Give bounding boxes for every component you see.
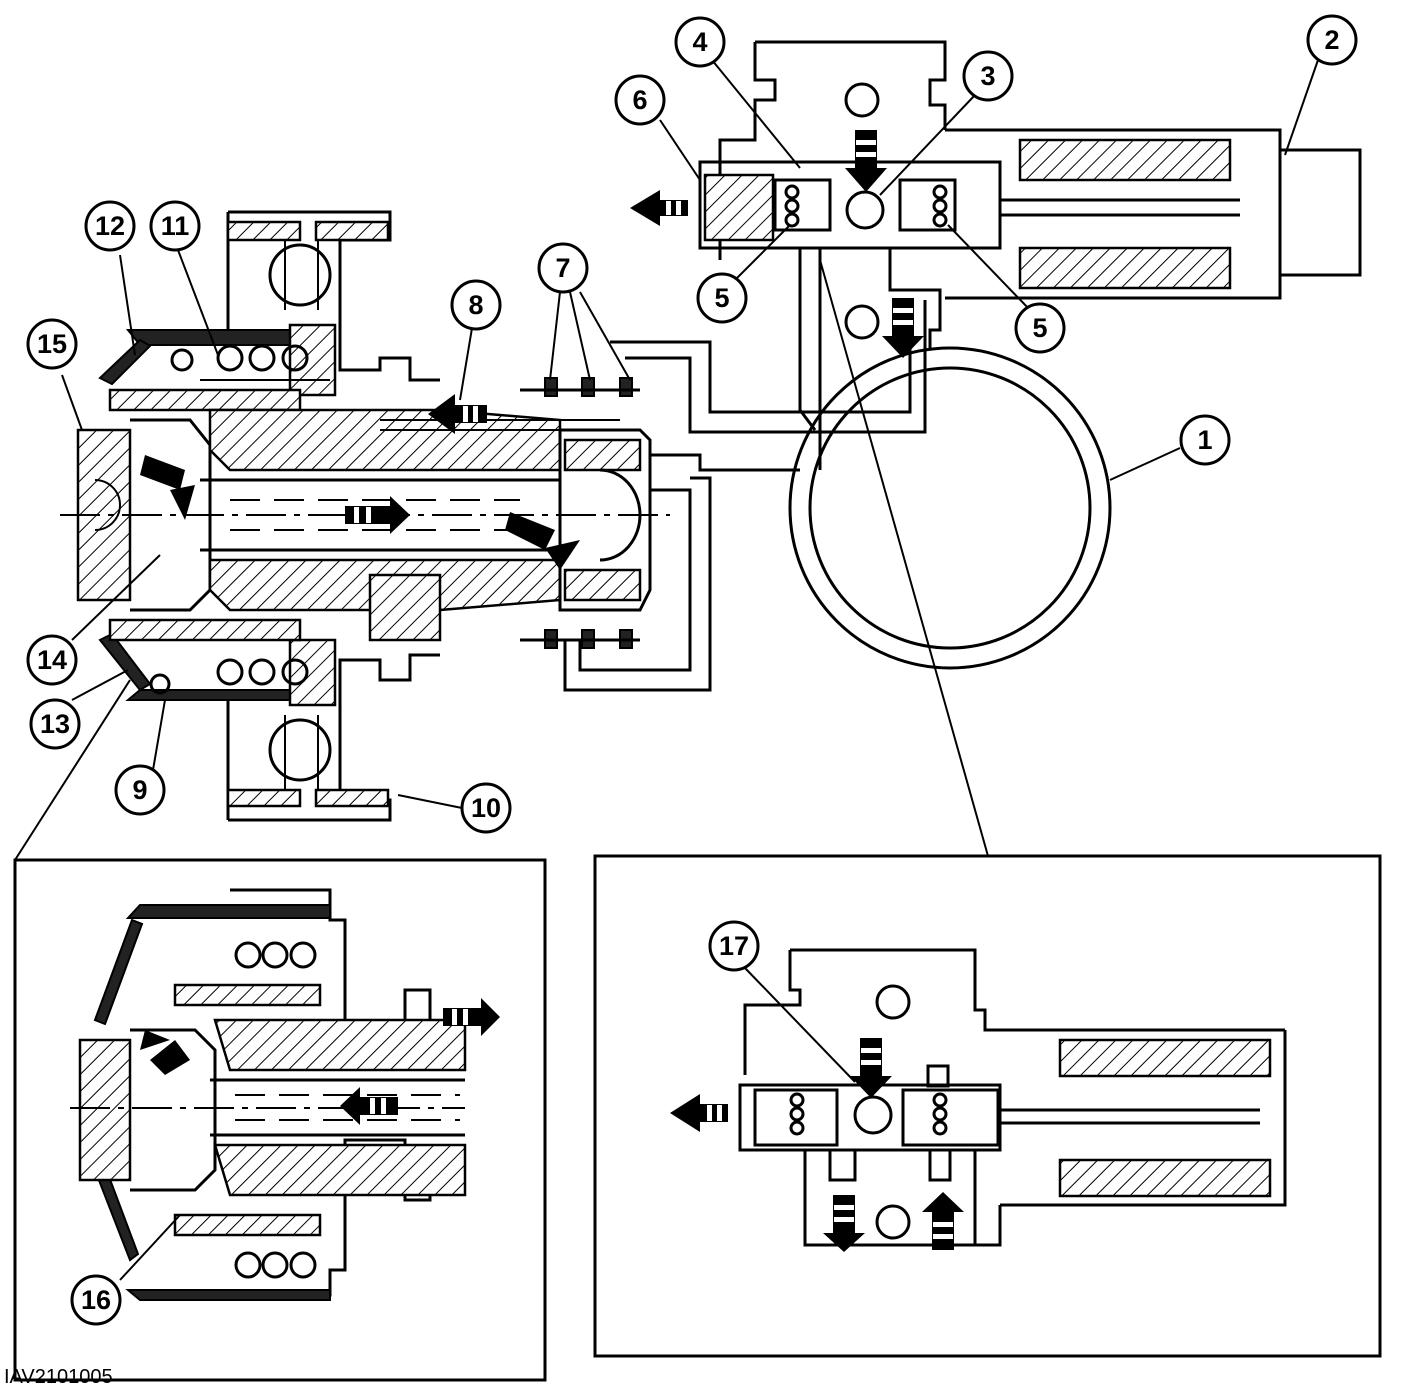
callout-12-label: 12 <box>95 211 125 241</box>
callout-11: 11 <box>149 200 201 252</box>
callout-14: 14 <box>26 634 78 686</box>
callout-15-label: 15 <box>37 329 67 359</box>
callout-leaders <box>61 59 1319 1281</box>
callout-10: 10 <box>460 782 512 834</box>
callout-7: 7 <box>537 242 589 294</box>
callout-2-label: 2 <box>1324 25 1339 55</box>
flow-arrow-exhaust-left-detail <box>670 1094 728 1132</box>
callout-12: 12 <box>84 200 136 252</box>
callout-8-label: 8 <box>468 290 483 320</box>
callout-14-label: 14 <box>37 645 67 675</box>
callout-11-label: 11 <box>161 211 190 241</box>
callout-1: 1 <box>1179 414 1231 466</box>
callout-16: 16 <box>70 1274 122 1326</box>
figure-reference-code: IAV2101005 <box>4 1366 113 1388</box>
clutch-pack-assembly <box>60 210 670 822</box>
callout-3: 3 <box>962 50 1014 102</box>
detail-valve-spool <box>593 854 1382 1358</box>
callout-10-label: 10 <box>471 793 501 823</box>
flow-arrow-up-detail <box>922 1192 964 1250</box>
callout-16-label: 16 <box>81 1285 111 1315</box>
flow-arrow-down-top <box>845 130 887 192</box>
detail-clutch-release <box>13 858 547 1382</box>
callout-15: 15 <box>26 318 78 370</box>
flow-arrow-right-bore <box>345 496 410 534</box>
callout-5-left: 5 <box>696 272 748 324</box>
solenoid-valve-assembly <box>698 40 1362 470</box>
callout-17-label: 17 <box>719 931 749 961</box>
flow-arrow-diag-bore <box>505 512 580 570</box>
detail-leaders <box>14 259 989 861</box>
callout-3-label: 3 <box>980 61 995 91</box>
callout-5-left-label: 5 <box>714 283 729 313</box>
flow-arrow-exhaust-left <box>630 190 688 226</box>
callout-13: 13 <box>29 698 81 750</box>
callout-5-right-label: 5 <box>1032 313 1047 343</box>
callout-6: 6 <box>614 74 666 126</box>
flow-arrow-down-detail-bottom <box>823 1195 865 1252</box>
callout-13-label: 13 <box>40 709 70 739</box>
flow-arrows <box>140 130 964 1252</box>
flow-arrow-diag-piston <box>140 455 195 520</box>
callout-8: 8 <box>450 279 502 331</box>
callout-9-label: 9 <box>132 775 147 805</box>
callout-5-right: 5 <box>1014 302 1066 354</box>
callout-2: 2 <box>1306 14 1358 66</box>
callout-9: 9 <box>114 764 166 816</box>
callout-4-label: 4 <box>692 27 707 57</box>
flow-arrow-left-detail <box>340 1087 398 1125</box>
pump-housing <box>788 346 1112 670</box>
callout-17: 17 <box>708 920 760 972</box>
flow-arrow-right-detail <box>443 998 500 1036</box>
callout-1-label: 1 <box>1197 425 1212 455</box>
callout-6-label: 6 <box>632 85 647 115</box>
flow-arrow-left-8 <box>428 394 487 434</box>
flow-arrow-down-detail-top <box>850 1038 892 1098</box>
flow-arrow-diag-detail <box>140 1030 190 1075</box>
callout-7-label: 7 <box>555 253 570 283</box>
callout-4: 4 <box>674 16 726 68</box>
oil-passages <box>563 300 927 692</box>
flow-arrow-down-bottom <box>882 298 924 358</box>
